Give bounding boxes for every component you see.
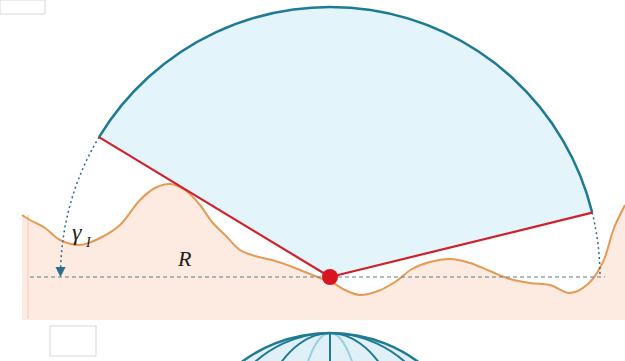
horizon-ray (330, 213, 592, 277)
frame-mark (50, 326, 96, 356)
dome (181, 333, 479, 361)
observer-point (322, 269, 338, 285)
view-cone (22, 7, 625, 320)
radius-label: R (178, 248, 191, 270)
horizon-line (30, 276, 605, 277)
meridian (248, 333, 412, 361)
angle-symbol: γ (72, 220, 81, 244)
meridian (203, 333, 456, 361)
sky-region (99, 7, 592, 277)
meridian (329, 333, 331, 361)
angle-arc (592, 213, 600, 277)
angle-arc (61, 137, 100, 275)
frame-mark (0, 0, 45, 14)
angle-subscript: I (86, 236, 91, 250)
hemisphere (181, 333, 479, 361)
meridian (293, 333, 368, 361)
horizon-ray (99, 137, 330, 277)
cut-edge (27, 215, 29, 319)
